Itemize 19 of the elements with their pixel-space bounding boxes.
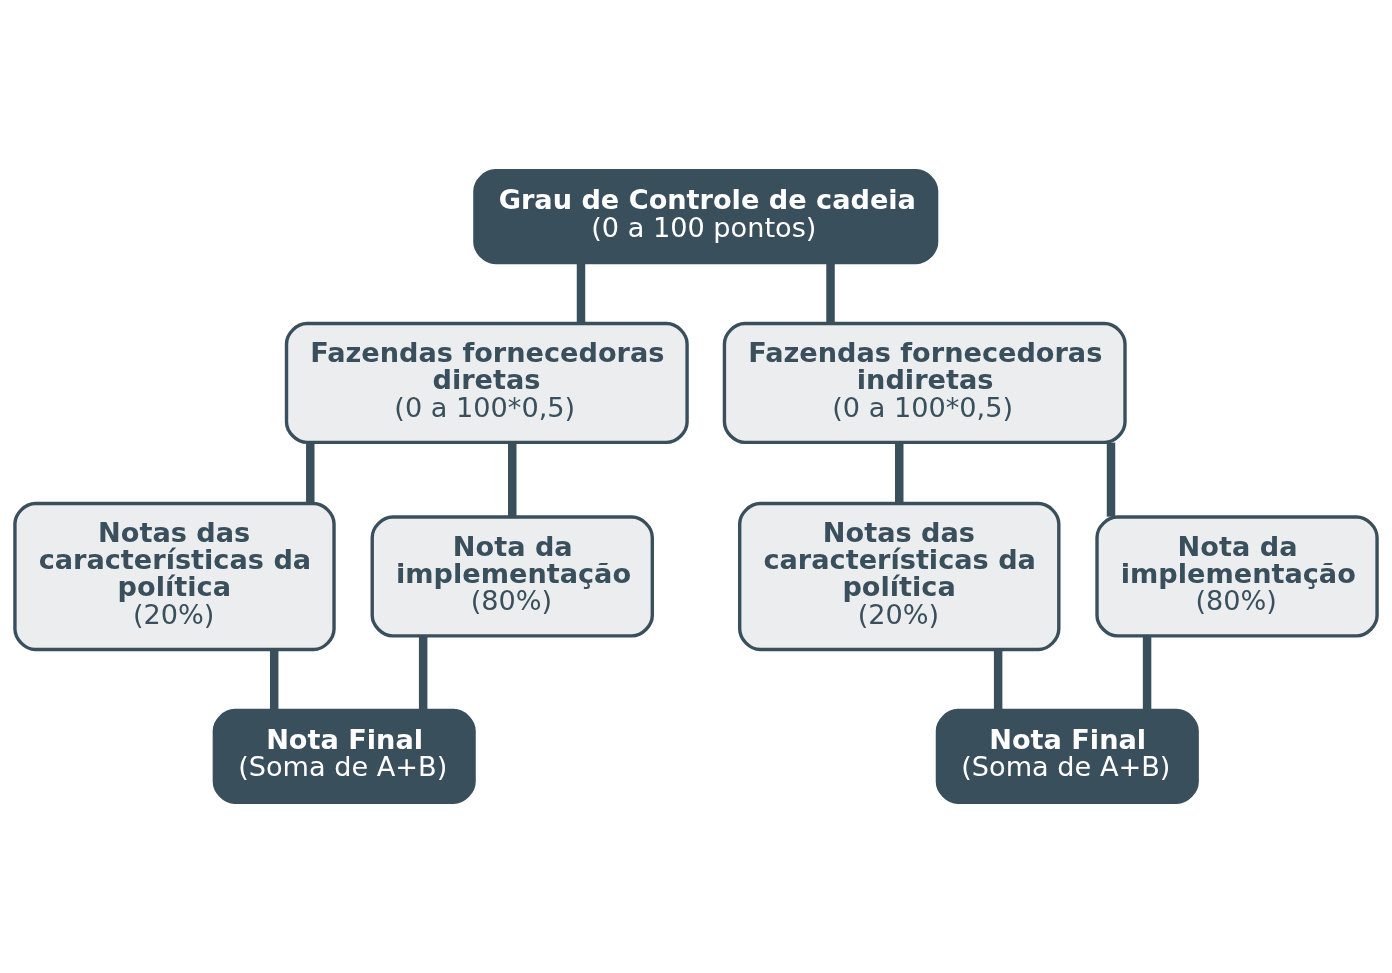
connector (826, 262, 835, 324)
node-box: Nota da implementação (80%) (370, 515, 654, 638)
connector (895, 442, 904, 504)
node-box: Fazendas fornecedoras diretas (0 a 100*0,5) (284, 321, 689, 445)
connector (508, 442, 517, 517)
node-box: Nota Final (Soma de A+B) (935, 708, 1199, 804)
node-box: Grau de Controle de cadeia (0 a 100 pontos) (473, 169, 939, 265)
connector (576, 262, 586, 324)
node-box: Notas das características da política (20%) (13, 501, 336, 652)
connector (1142, 635, 1152, 711)
connector (418, 635, 428, 711)
connector (306, 442, 315, 504)
node-box: Notas das características da política (20%) (738, 501, 1061, 652)
connector (269, 649, 279, 711)
connector (993, 649, 1003, 711)
node-box: Nota da implementação (80%) (1095, 515, 1379, 638)
connector (1106, 442, 1116, 517)
node-box: Fazendas fornecedoras indiretas (0 a 100*0,5) (722, 321, 1127, 445)
node-box: Nota Final (Soma de A+B) (212, 708, 476, 804)
